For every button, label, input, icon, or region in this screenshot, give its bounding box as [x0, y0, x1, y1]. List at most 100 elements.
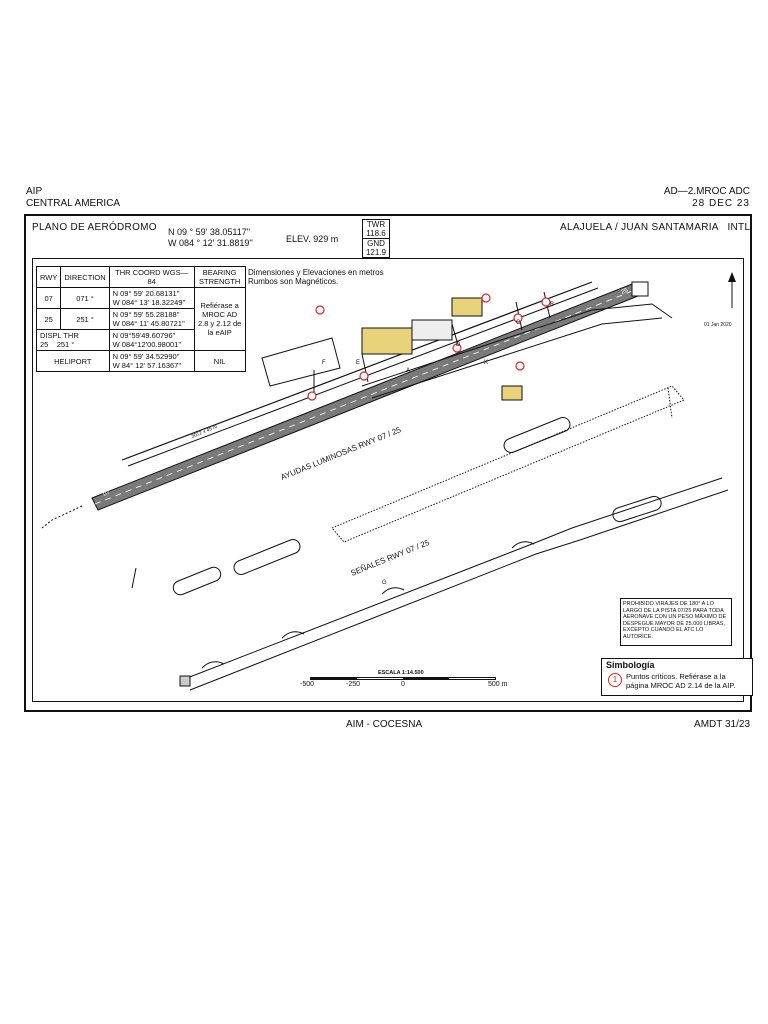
lights-diagram	[131, 385, 685, 596]
lights-loop	[503, 417, 571, 453]
displ-thr-cell: DISPL THR 25 251 °	[36, 329, 110, 351]
taxiway-letter-f: F	[322, 360, 326, 366]
gnd-label: GND	[367, 239, 385, 248]
header-left: AIP CENTRAL AMERICA	[26, 186, 120, 210]
coord-west: W 084 ° 12' 31.8819''	[168, 238, 253, 248]
legend-text-line2: página MROC AD 2.14 de la AIP.	[626, 681, 736, 690]
signs-marker	[201, 661, 225, 669]
taxiway-letter-b: B	[550, 302, 554, 308]
legend-box: Simbología 1 Puntos críticos. Refiérase …	[601, 658, 753, 696]
scale-tick-3: 0	[401, 681, 405, 688]
aerodrome-coordinates: N 09 ° 59' 38.05117'' W 084 ° 12' 31.881…	[168, 227, 253, 249]
approach-lights-west	[41, 505, 83, 529]
heliport-bearing: NIL	[193, 350, 246, 372]
north-arrow	[728, 272, 736, 308]
table-row: HELIPORT N 09° 59' 34.52990'' W 84° 12' …	[36, 350, 246, 372]
aerodrome-diagram: AYUDAS LUMINOSAS RWY 07 / 25 SEÑALES RWY…	[41, 272, 736, 691]
parallel-taxiway	[121, 281, 593, 461]
signs-runway-edge	[189, 489, 729, 691]
signs-label: SEÑALES RWY 07 / 25	[349, 538, 431, 578]
twr-label: TWR	[366, 220, 386, 229]
hotspot-marker	[515, 361, 525, 371]
signs-runway-edge	[181, 477, 723, 681]
displ-rwy-dir: 25 251 °	[40, 340, 106, 349]
signs-diagram	[179, 477, 729, 691]
scale-label: ESCALA 1:14.500	[378, 670, 424, 676]
displ-coord-w: W 084°12'00.98001''	[112, 340, 182, 349]
chart-frame	[24, 214, 752, 712]
terminal-building	[361, 327, 413, 355]
hotspot-marker	[513, 313, 523, 323]
thr-coord-w: W 084° 11' 45.80721''	[112, 319, 185, 328]
signs-marker	[511, 541, 535, 549]
heliport-coord: N 09° 59' 34.52990'' W 84° 12' 57.16367'…	[108, 350, 195, 372]
twr-frequency: 118.6	[366, 229, 386, 238]
taxiway-letter-c: C	[516, 320, 521, 326]
taxiway-letter-e: E	[356, 360, 360, 366]
lights-loop	[172, 566, 222, 596]
elevation: ELEV. 929 m	[286, 234, 339, 244]
twr-frequency-box: TWR 118.6	[362, 219, 390, 239]
thr-coord-n: N 09° 59' 20.68131''	[112, 289, 180, 298]
rwy-25-label: 25	[621, 288, 630, 296]
hotspot-marker	[315, 305, 325, 315]
scale-tick-4: 500 m	[488, 681, 508, 688]
chart-title: PLANO DE AERÓDROMO	[32, 222, 157, 233]
legend-title: Simbología	[606, 660, 655, 670]
signs-marker	[281, 631, 305, 639]
dimension-note-1: Dimensiones y Elevaciones en metros	[248, 268, 384, 277]
footer-right: AMDT 31/23	[694, 719, 750, 730]
lights-label: AYUDAS LUMINOSAS RWY 07 / 25	[279, 425, 402, 482]
dimension-notes: Dimensiones y Elevaciones en metros Rumb…	[248, 268, 384, 286]
south-building	[501, 385, 523, 401]
table-row: 07 071 ° N 09° 59' 20.68131'' W 084° 13'…	[35, 287, 246, 351]
scale-tick-2: -250	[346, 681, 361, 688]
gnd-frequency: 121.9	[365, 248, 387, 257]
magnetic-variation-date: 01 Jan 2020	[704, 322, 732, 328]
lights-loop	[233, 539, 301, 575]
airport-name: ALAJUELA / JUAN SANTAMARIA INTL	[560, 222, 751, 233]
scale-bar	[310, 677, 496, 680]
cargo-building	[451, 297, 483, 317]
signs-marker	[381, 587, 405, 595]
taxiway-letter-d: D	[456, 342, 461, 348]
gnd-frequency-box: GND 121.9	[362, 238, 390, 258]
south-taxiway-edge	[371, 317, 663, 399]
taxiway-letters: A B C D E F G K	[322, 302, 554, 586]
signs-loop	[612, 495, 662, 523]
apron-main	[411, 319, 453, 341]
runway-table: RWY DIRECTION THR COORD WGS—84 BEARING S…	[35, 266, 246, 372]
legend-text: Puntos críticos. Refiérase a la página M…	[626, 672, 736, 690]
hotspot-marker	[359, 371, 369, 381]
footer-center: AIM - COCESNA	[346, 719, 423, 730]
displ-rwy: 25	[40, 340, 49, 349]
hotspot-symbol: 1	[608, 673, 622, 687]
coord-north: N 09 ° 59' 38.05117''	[168, 227, 251, 237]
heliport-coord-n: N 09° 59' 34.52990''	[112, 352, 180, 361]
north-apron	[261, 337, 341, 387]
header-date: 28 DEC 23	[692, 198, 750, 209]
thr-coord-w: W 084° 13' 18.32249''	[112, 298, 186, 307]
hotspot-marker	[481, 293, 491, 303]
scale-tick-1: -500	[300, 681, 315, 688]
header-aip: AIP	[26, 186, 43, 197]
heliport-label: HELIPORT	[36, 350, 110, 372]
hotspots	[307, 293, 551, 401]
hotspot-marker	[452, 343, 462, 353]
turn-restriction-note: PROHIBIDO VIRAJES DE 180° A LO LARGO DE …	[620, 598, 732, 646]
displ-thr-label: DISPL THR	[40, 331, 79, 340]
lights-connector	[667, 387, 673, 419]
displ-dir: 251 °	[56, 340, 75, 349]
threshold-07-marker	[179, 675, 191, 687]
hotspot-marker	[541, 297, 551, 307]
taxiway-letter-g: G	[382, 580, 387, 586]
header-doc-id: AD—2.MROC ADC	[663, 186, 750, 197]
displ-coord-n: N 09°59'49.60796''	[112, 331, 176, 340]
bearing-strength: Refiérase a MROC AD 2.8 y 2.12 de la eAI…	[193, 287, 246, 351]
threshold-25-area	[631, 281, 649, 297]
south-taxiway	[361, 303, 673, 387]
taxiway-letter-k: K	[484, 360, 488, 366]
legend-text-line1: Puntos críticos. Refiérase a la	[626, 672, 726, 681]
thr-coord-n: N 09° 59' 55.28188''	[112, 310, 180, 319]
rwy-07-label: 07	[103, 490, 112, 498]
